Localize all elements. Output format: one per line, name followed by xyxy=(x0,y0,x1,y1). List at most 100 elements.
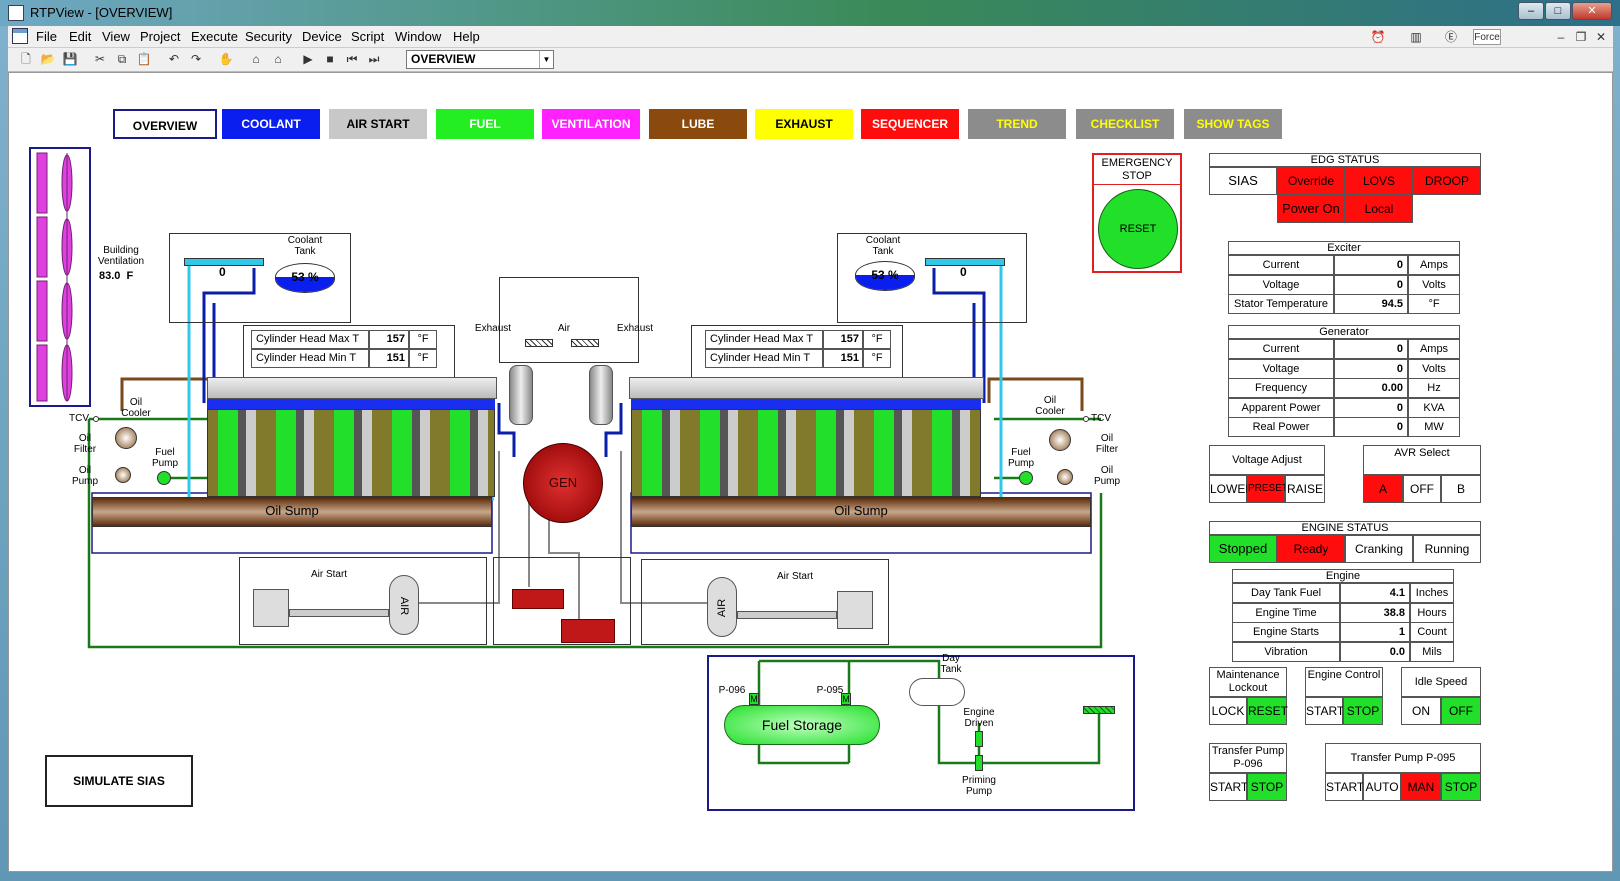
maint-lock-button[interactable]: LOCK xyxy=(1209,697,1247,725)
menu-script[interactable]: Script xyxy=(351,29,385,44)
menu-window[interactable]: Window xyxy=(395,29,442,44)
p096-stop-button[interactable]: STOP xyxy=(1247,773,1287,801)
p095-man-button[interactable]: MAN xyxy=(1401,773,1441,801)
nav-lube-button[interactable]: LUBE xyxy=(649,109,747,139)
menu-edit[interactable]: Edit xyxy=(69,29,92,44)
generator-real-power-label: Real Power xyxy=(1228,417,1334,437)
p095-motor-icon[interactable]: M xyxy=(841,693,851,705)
minimize-icon[interactable]: – xyxy=(1518,2,1544,20)
nav-checklist-button[interactable]: CHECKLIST xyxy=(1076,109,1174,139)
emergency-reset-button[interactable]: RESET xyxy=(1098,189,1178,269)
ventilation-fan-panel[interactable] xyxy=(29,147,91,407)
new-icon[interactable]: 🗋 xyxy=(21,52,31,66)
right-coolant-tank[interactable]: 53 % xyxy=(855,261,915,291)
view-select[interactable]: OVERVIEW ▼ xyxy=(406,50,554,69)
open-icon[interactable]: 📂 xyxy=(40,52,56,66)
right-engine-block[interactable] xyxy=(631,409,981,497)
nav-overview-button[interactable]: OVERVIEW xyxy=(113,109,217,139)
chevron-down-icon[interactable]: ▼ xyxy=(539,51,553,68)
avr-off-button[interactable]: OFF xyxy=(1403,475,1441,503)
right-tcv-valve[interactable] xyxy=(1083,416,1089,422)
mdi-minimize-icon[interactable]: – xyxy=(1557,30,1565,44)
p095-start-button[interactable]: START xyxy=(1325,773,1364,801)
simulate-sias-button[interactable]: SIMULATE SIAS xyxy=(45,755,193,807)
engine-stop-button[interactable]: STOP xyxy=(1343,697,1383,725)
left-oil-filter[interactable] xyxy=(115,427,137,449)
play-icon[interactable]: ▶ xyxy=(303,52,313,66)
priming-pump[interactable] xyxy=(975,755,983,771)
maint-reset-button[interactable]: RESET xyxy=(1247,697,1288,725)
avr-a-button[interactable]: A xyxy=(1363,475,1403,503)
menu-device[interactable]: Device xyxy=(302,29,342,44)
cut-icon[interactable]: ✂ xyxy=(94,52,106,66)
undo-icon[interactable]: ↶ xyxy=(168,52,180,66)
day-tank[interactable] xyxy=(909,678,965,706)
alarm-clock-icon[interactable]: ⏰ xyxy=(1370,30,1386,44)
left-air-receiver[interactable]: AIR xyxy=(389,575,419,635)
hand-icon[interactable]: ✋ xyxy=(218,52,234,66)
engine-start-button[interactable]: START xyxy=(1305,697,1344,725)
nav-ventilation-button[interactable]: VENTILATION xyxy=(542,109,640,139)
engine-title: Engine xyxy=(1232,569,1454,583)
voltage-preset-button[interactable]: PRESET xyxy=(1247,475,1288,503)
menu-help[interactable]: Help xyxy=(453,29,480,44)
maximize-icon[interactable]: □ xyxy=(1545,2,1571,20)
left-coolant-tank[interactable]: 53 % xyxy=(275,263,335,293)
copy-icon[interactable]: ⧉ xyxy=(117,52,127,66)
left-oil-sump[interactable] xyxy=(92,497,492,527)
right-oil-pump[interactable] xyxy=(1057,469,1073,485)
avr-panel[interactable] xyxy=(512,589,564,609)
generator[interactable] xyxy=(523,443,603,523)
left-tcv-valve[interactable] xyxy=(93,416,99,422)
document-icon[interactable] xyxy=(12,28,28,44)
voltage-raise-button[interactable]: RAISE xyxy=(1285,475,1325,503)
step-forward-icon[interactable]: ⏭ xyxy=(368,52,380,66)
menu-project[interactable]: Project xyxy=(140,29,181,44)
left-engine-block[interactable] xyxy=(207,409,495,497)
edg-droop: DROOP xyxy=(1413,167,1481,195)
lock-icon[interactable]: ⌂ xyxy=(252,52,260,66)
output-breaker[interactable] xyxy=(561,619,615,643)
left-oil-pump[interactable] xyxy=(115,467,131,483)
nav-trend-button[interactable]: TREND xyxy=(968,109,1066,139)
p096-start-button[interactable]: START xyxy=(1209,773,1248,801)
barcode-icon[interactable]: ▥ xyxy=(1410,30,1422,44)
right-oil-sump[interactable] xyxy=(631,497,1091,527)
mdi-restore-icon[interactable]: ❐ xyxy=(1575,30,1587,44)
event-icon[interactable]: Ⓔ xyxy=(1444,30,1457,44)
left-expansion-tank[interactable] xyxy=(184,258,264,266)
nav-show-tags-button[interactable]: SHOW TAGS xyxy=(1184,109,1282,139)
idle-off-button[interactable]: OFF xyxy=(1441,697,1481,725)
menu-file[interactable]: File xyxy=(36,29,57,44)
right-air-receiver[interactable]: AIR xyxy=(707,577,737,637)
paste-icon[interactable]: 📋 xyxy=(136,52,152,66)
save-icon[interactable]: 💾 xyxy=(62,52,78,66)
nav-exhaust-button[interactable]: EXHAUST xyxy=(755,109,853,139)
menu-execute[interactable]: Execute xyxy=(191,29,238,44)
redo-icon[interactable]: ↷ xyxy=(190,52,202,66)
right-oil-filter[interactable] xyxy=(1049,429,1071,451)
voltage-lower-button[interactable]: LOWER xyxy=(1209,475,1254,503)
idle-on-button[interactable]: ON xyxy=(1401,697,1441,725)
menu-security[interactable]: Security xyxy=(245,29,292,44)
p096-motor-icon[interactable]: M xyxy=(749,693,759,705)
nav-air-start-button[interactable]: AIR START xyxy=(329,109,427,139)
close-icon[interactable]: ✕ xyxy=(1572,2,1612,20)
right-fuel-pump[interactable] xyxy=(1019,471,1033,485)
menu-view[interactable]: View xyxy=(102,29,130,44)
p095-auto-button[interactable]: AUTO xyxy=(1363,773,1401,801)
force-button[interactable]: Force xyxy=(1473,29,1501,45)
nav-fuel-button[interactable]: FUEL xyxy=(436,109,534,139)
p095-stop-button[interactable]: STOP xyxy=(1441,773,1481,801)
nav-sequencer-button[interactable]: SEQUENCER xyxy=(861,109,959,139)
engine-driven-pump[interactable] xyxy=(975,731,983,747)
right-expansion-tank[interactable] xyxy=(925,258,1005,266)
step-back-icon[interactable]: ⏮ xyxy=(346,52,358,66)
left-fuel-pump[interactable] xyxy=(157,471,171,485)
mdi-close-icon[interactable]: ✕ xyxy=(1595,30,1607,44)
fuel-storage-tank[interactable] xyxy=(724,705,880,745)
nav-coolant-button[interactable]: COOLANT xyxy=(222,109,320,139)
unlock-icon[interactable]: ⌂ xyxy=(274,52,282,66)
stop-icon[interactable]: ■ xyxy=(326,52,334,66)
avr-b-button[interactable]: B xyxy=(1441,475,1481,503)
